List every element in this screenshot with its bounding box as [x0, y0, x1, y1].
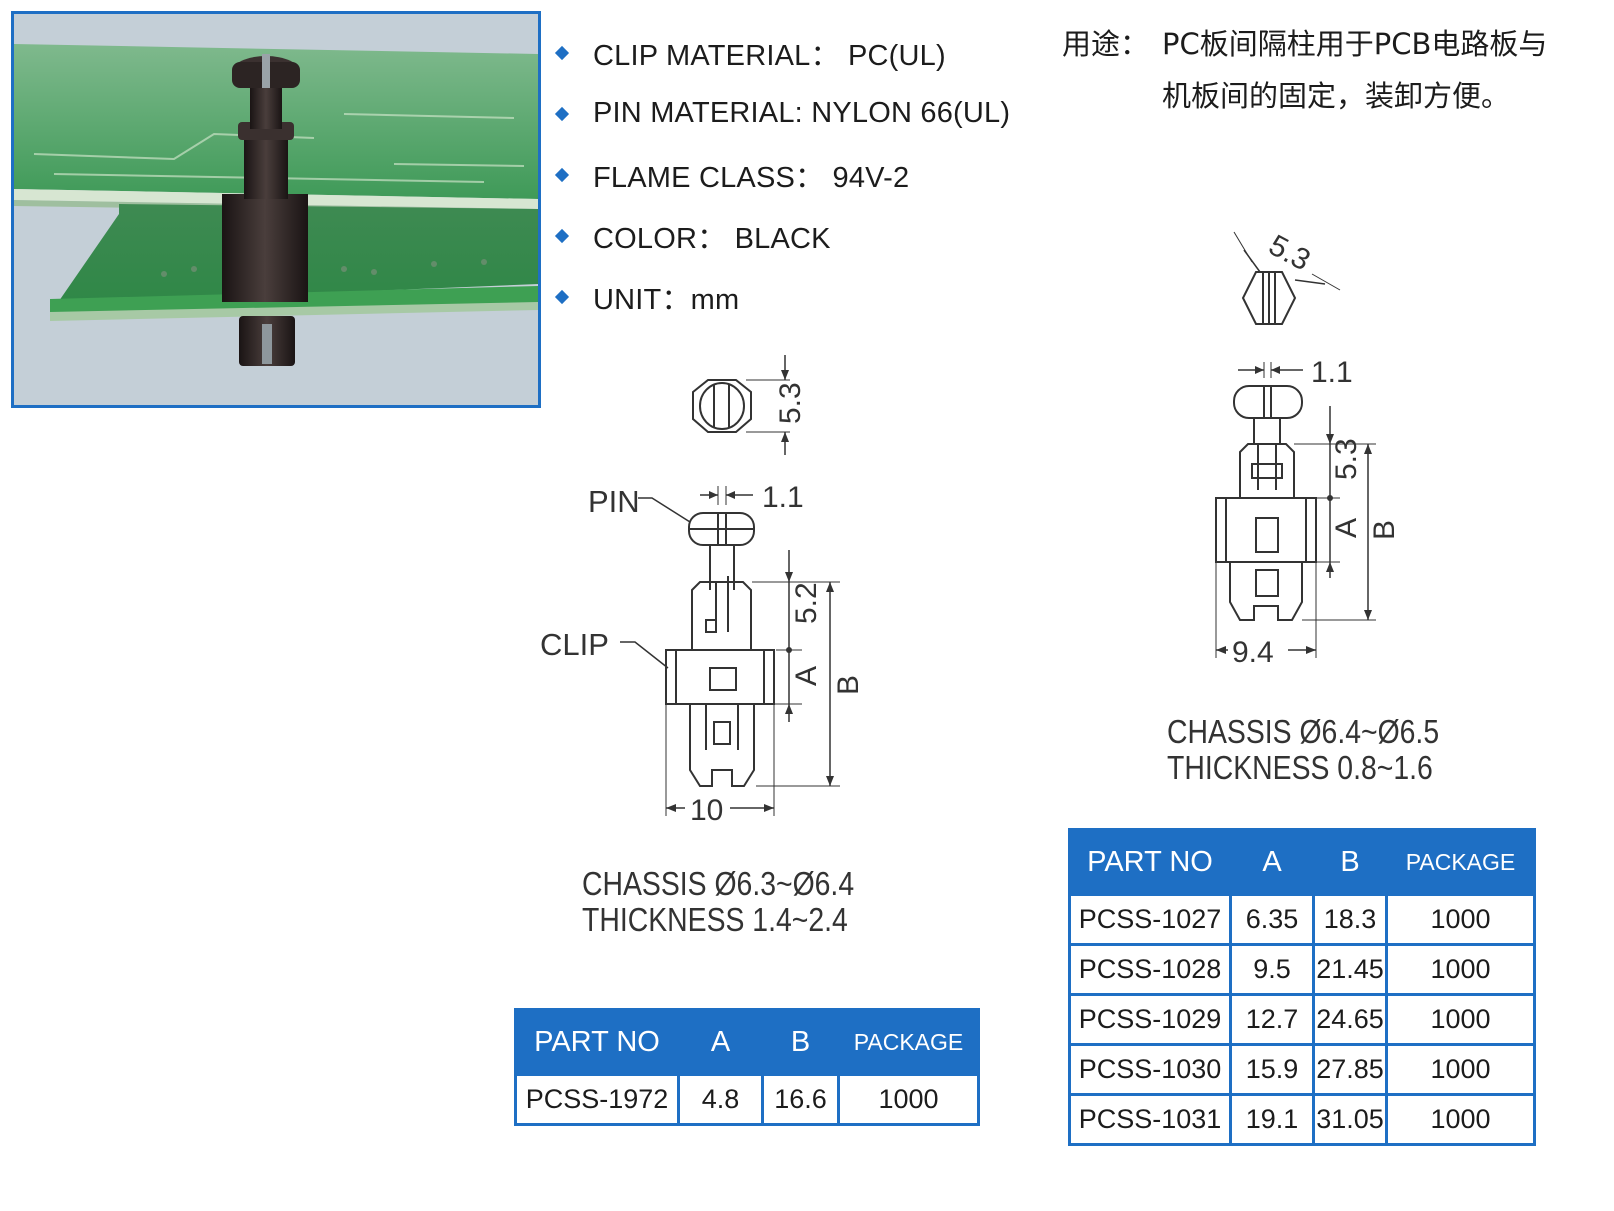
cell-a: 12.7	[1232, 996, 1312, 1043]
clip-upper	[1239, 443, 1295, 499]
dim-upper-label: 5.3	[1330, 438, 1363, 480]
header-a: A	[680, 1011, 761, 1073]
clip-upper	[691, 581, 752, 651]
diamond-bullet-icon	[554, 228, 570, 243]
dim-upper-label: 5.2	[790, 582, 823, 624]
chassis-thickness: THICKNESS 0.8~1.6	[1167, 749, 1433, 786]
cell-package: 1000	[1388, 896, 1533, 943]
hex-top-view	[1241, 271, 1297, 325]
cell-part-no: PCSS-1028	[1071, 946, 1229, 993]
table-row: PCSS-1029 12.7 24.65 1000	[1071, 996, 1533, 1043]
chassis-spec-right: CHASSIS Ø6.4~Ø6.5 THICKNESS 0.8~1.6	[1167, 714, 1439, 786]
cell-b: 31.05	[1315, 1096, 1385, 1143]
spec-text: COLOR： BLACK	[593, 222, 831, 255]
cell-part-no: PCSS-1027	[1071, 896, 1229, 943]
dim-hex-label: 5.3	[774, 382, 807, 424]
cell-part-no: PCSS-1031	[1071, 1096, 1229, 1143]
spec-text: PIN MATERIAL: NYLON 66(UL)	[593, 97, 1011, 129]
spec-item: UNIT：mm	[553, 266, 1023, 327]
cell-package: 1000	[840, 1076, 977, 1123]
chassis-thickness: THICKNESS 1.4~2.4	[582, 901, 848, 938]
cell-package: 1000	[1388, 996, 1533, 1043]
cell-part-no: PCSS-1029	[1071, 996, 1229, 1043]
cell-part-no: PCSS-1972	[517, 1076, 677, 1123]
table-header-row: PART NO A B PACKAGE	[517, 1011, 977, 1073]
spec-item: CLIP MATERIAL： PC(UL)	[553, 22, 1023, 83]
diamond-bullet-icon	[554, 167, 570, 182]
chassis-diameter: CHASSIS Ø6.3~Ø6.4	[582, 865, 855, 902]
dim-slot-label: 1.1	[762, 481, 804, 514]
spec-item: FLAME CLASS： 94V-2	[553, 144, 1023, 205]
clip-flange	[665, 649, 775, 705]
header-part-no: PART NO	[517, 1011, 677, 1073]
table-row: PCSS-1972 4.8 16.6 1000	[517, 1076, 977, 1123]
cell-a: 15.9	[1232, 1046, 1312, 1093]
cell-a: 9.5	[1232, 946, 1312, 993]
spec-item: PIN MATERIAL: NYLON 66(UL)	[553, 83, 1023, 144]
diamond-bullet-icon	[554, 289, 570, 304]
drawing-right: 5.3 1.1 5.3 A B 9.4	[1215, 229, 1401, 669]
header-part-no: PART NO	[1071, 831, 1229, 893]
cell-a: 6.35	[1232, 896, 1312, 943]
cell-a: 4.8	[680, 1076, 761, 1123]
cell-b: 24.65	[1315, 996, 1385, 1043]
cell-b: 16.6	[764, 1076, 837, 1123]
spec-list: CLIP MATERIAL： PC(UL) PIN MATERIAL: NYLO…	[553, 22, 1023, 327]
parts-table-right: PART NO A B PACKAGE PCSS-1027 6.35 18.3 …	[1068, 828, 1536, 1146]
product-photo	[11, 11, 541, 408]
clip-label: CLIP	[540, 627, 609, 662]
clip-lower	[689, 704, 755, 787]
header-b: B	[1315, 831, 1385, 893]
parts-table-left: PART NO A B PACKAGE PCSS-1972 4.8 16.6 1…	[514, 1008, 980, 1126]
table-row: PCSS-1030 15.9 27.85 1000	[1071, 1046, 1533, 1093]
cell-b: 21.45	[1315, 946, 1385, 993]
dim-b-label: B	[832, 675, 865, 695]
cell-package: 1000	[1388, 946, 1533, 993]
dim-a-label: A	[1330, 518, 1363, 538]
chassis-spec-left: CHASSIS Ø6.3~Ø6.4 THICKNESS 1.4~2.4	[582, 866, 854, 938]
drawing-left: 5.3 1.1 PIN CLIP 5.2 A B 10	[540, 355, 865, 827]
hex-top-view	[692, 379, 752, 433]
pin-head	[1233, 385, 1303, 419]
cell-package: 1000	[1388, 1046, 1533, 1093]
table-header-row: PART NO A B PACKAGE	[1071, 831, 1533, 893]
dim-width-label: 10	[690, 794, 723, 827]
dim-a-label: A	[790, 666, 823, 686]
header-a: A	[1232, 831, 1312, 893]
dim-slot-label: 1.1	[1311, 356, 1353, 389]
clip-flange	[1215, 497, 1317, 563]
usage-line: PC板间隔柱用于PCB电路板与	[1162, 27, 1548, 61]
cell-b: 18.3	[1315, 896, 1385, 943]
header-package: PACKAGE	[840, 1011, 977, 1073]
dim-width-label: 9.4	[1232, 636, 1274, 669]
chassis-diameter: CHASSIS Ø6.4~Ø6.5	[1167, 713, 1440, 750]
spec-text: FLAME CLASS： 94V-2	[593, 161, 910, 194]
cell-b: 27.85	[1315, 1046, 1385, 1093]
spec-text: CLIP MATERIAL： PC(UL)	[593, 39, 946, 72]
dim-hex-label: 5.3	[1263, 229, 1315, 278]
spec-text: UNIT：mm	[593, 283, 740, 316]
pin-label: PIN	[588, 484, 640, 519]
cell-a: 19.1	[1232, 1096, 1312, 1143]
spec-item: COLOR： BLACK	[553, 205, 1023, 266]
cell-package: 1000	[1388, 1096, 1533, 1143]
cell-part-no: PCSS-1030	[1071, 1046, 1229, 1093]
header-b: B	[764, 1011, 837, 1073]
table-row: PCSS-1028 9.5 21.45 1000	[1071, 946, 1533, 993]
table-row: PCSS-1027 6.35 18.3 1000	[1071, 896, 1533, 943]
table-row: PCSS-1031 19.1 31.05 1000	[1071, 1096, 1533, 1143]
usage-line: 机板间的固定，装卸方便。	[1162, 79, 1511, 113]
dim-b-label: B	[1368, 520, 1401, 540]
usage-label: 用途：	[1062, 27, 1150, 61]
header-package: PACKAGE	[1388, 831, 1533, 893]
diamond-bullet-icon	[554, 45, 570, 60]
pcb-spacer-photo	[14, 14, 538, 405]
diamond-bullet-icon	[554, 106, 570, 121]
clip-lower	[1229, 562, 1303, 621]
